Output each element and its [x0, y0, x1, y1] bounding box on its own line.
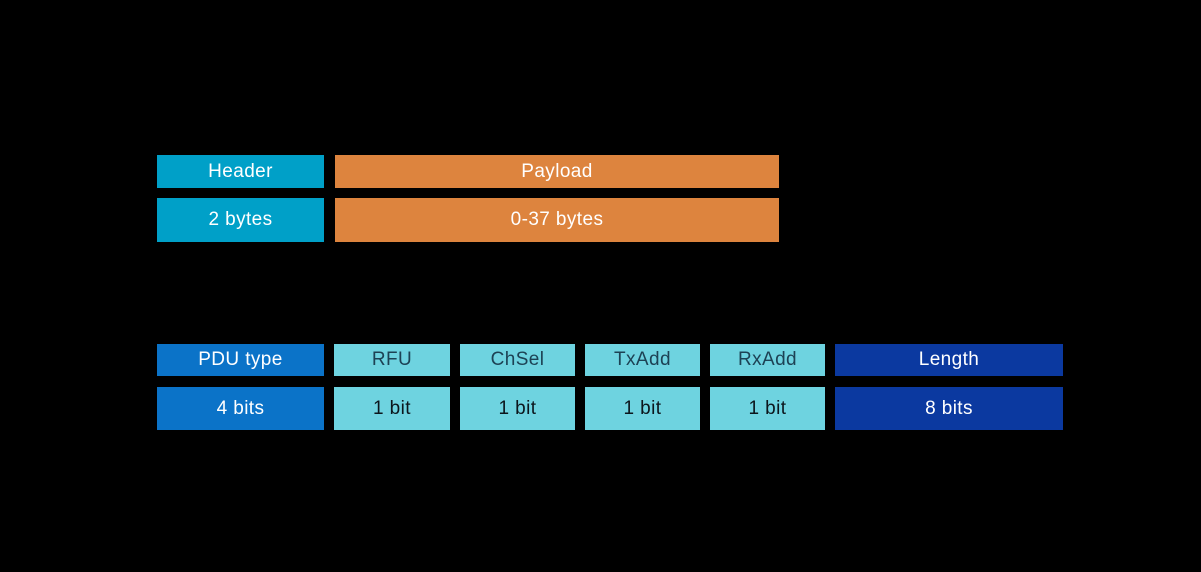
- field-rxadd-size-cell: 1 bit: [710, 387, 825, 430]
- field-rxadd-label-cell: RxAdd: [710, 344, 825, 376]
- field-length-label-cell: Length: [835, 344, 1063, 376]
- packet-header-size-cell: 2 bytes: [157, 198, 324, 242]
- field-txadd-size-cell: 1 bit: [585, 387, 700, 430]
- packet-payload-size-cell: 0-37 bytes: [335, 198, 779, 242]
- field-pdu-type-label-cell: PDU type: [157, 344, 324, 376]
- field-pdu-type-size-cell: 4 bits: [157, 387, 324, 430]
- field-length-size-cell: 8 bits: [835, 387, 1063, 430]
- packet-header-label-cell: Header: [157, 155, 324, 188]
- field-txadd-label-cell: TxAdd: [585, 344, 700, 376]
- field-chsel-size-cell: 1 bit: [460, 387, 575, 430]
- field-chsel-label-cell: ChSel: [460, 344, 575, 376]
- field-rfu-label-cell: RFU: [334, 344, 450, 376]
- packet-payload-label-cell: Payload: [335, 155, 779, 188]
- field-rfu-size-cell: 1 bit: [334, 387, 450, 430]
